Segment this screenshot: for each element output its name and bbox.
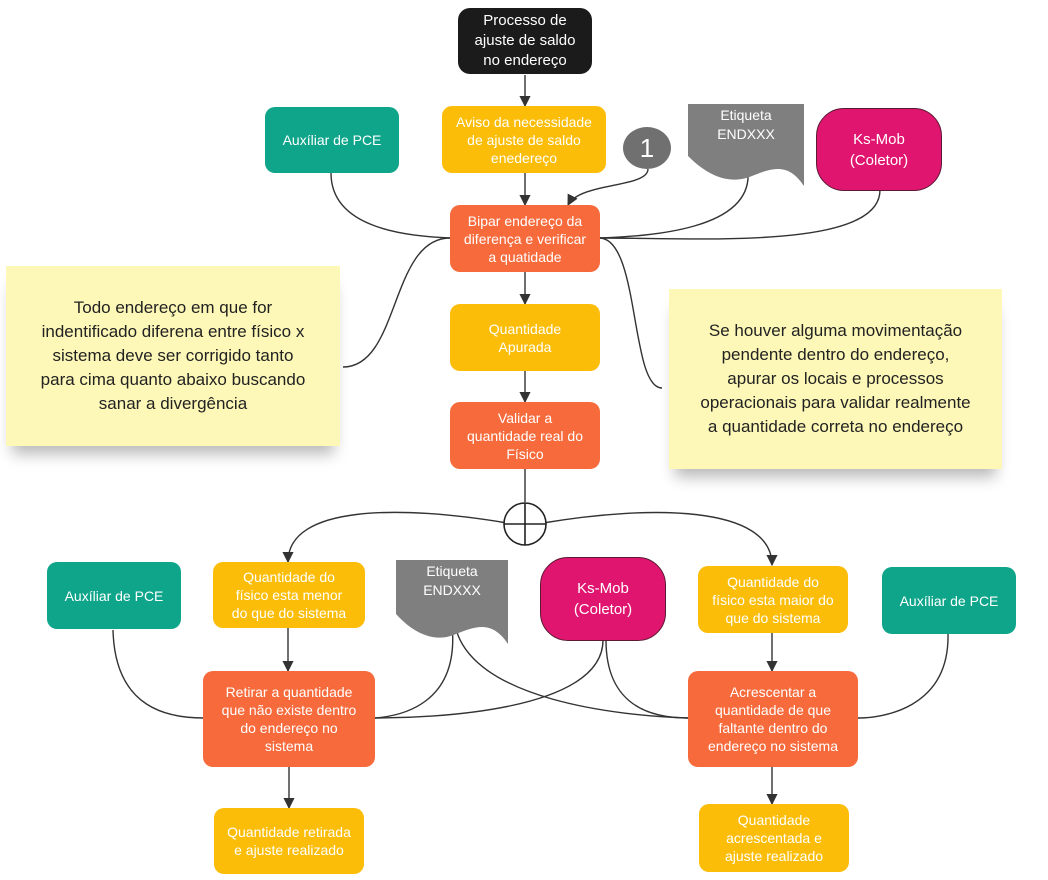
tag-icon: [396, 560, 508, 644]
start-node[interactable]: Processo de ajuste de saldo no endereço: [458, 8, 592, 74]
line-ksmob-mid-acrescentar: [605, 639, 689, 719]
note-right: Se houver alguma movimentação pendente d…: [669, 289, 1002, 469]
step-number-badge: 1: [623, 127, 671, 169]
line-gateway-right: [542, 511, 778, 567]
line-etiqueta-bipar: [599, 171, 749, 239]
retirar-quantidade-node[interactable]: Retirar a quantidade que não existe dent…: [203, 671, 375, 767]
auxiliar-pce-right-node[interactable]: Auxíliar de PCE: [882, 567, 1016, 634]
ksmob-coletor-top-node[interactable]: Ks-Mob (Coletor): [816, 108, 942, 191]
etiqueta-tag-mid[interactable]: Etiqueta ENDXXX: [396, 560, 508, 644]
auxiliar-pce-left-node[interactable]: Auxíliar de PCE: [47, 562, 181, 629]
ksmob-coletor-mid-node[interactable]: Ks-Mob (Coletor): [540, 557, 666, 641]
split-gateway: [503, 502, 547, 546]
arrow-badge-bipar: [567, 168, 649, 206]
line-auxiliar-left-retirar: [112, 629, 205, 719]
line-auxiliar-bipar: [330, 172, 451, 239]
line-note-left-bipar: [342, 237, 451, 368]
line-auxiliar-right-acrescentar: [857, 632, 949, 719]
line-note-right-bipar: [599, 237, 663, 389]
etiqueta-tag-label: Etiqueta ENDXXX: [717, 107, 775, 142]
etiqueta-tag-top[interactable]: Etiqueta ENDXXX: [688, 104, 804, 186]
line-etiqueta-mid-acrescentar: [454, 624, 689, 719]
quantidade-maior-node[interactable]: Quantidade do físico esta maior do que d…: [698, 566, 848, 633]
quantidade-acrescentada-node[interactable]: Quantidade acrescentada e ajuste realiza…: [699, 804, 849, 872]
validar-quantidade-node[interactable]: Validar a quantidade real do Físico: [450, 402, 600, 469]
line-ksmob-mid-retirar: [374, 639, 604, 719]
note-left: Todo endereço em que for indentificado d…: [6, 266, 340, 446]
aviso-node[interactable]: Aviso da necessidade de ajuste de saldo …: [442, 106, 606, 173]
bipar-endereco-node[interactable]: Bipar endereço da diferença e verificar …: [450, 205, 600, 272]
line-etiqueta-mid-retirar: [374, 624, 454, 719]
quantidade-retirada-node[interactable]: Quantidade retirada e ajuste realizado: [214, 808, 364, 874]
acrescentar-quantidade-node[interactable]: Acrescentar a quantidade de que faltante…: [688, 671, 858, 767]
line-gateway-left: [282, 511, 508, 564]
line-ksmob-bipar: [599, 189, 881, 240]
auxiliar-pce-top-node[interactable]: Auxíliar de PCE: [265, 107, 399, 173]
quantidade-apurada-node[interactable]: Quantidade Apurada: [450, 304, 600, 371]
etiqueta-tag-label: Etiqueta ENDXXX: [423, 563, 481, 598]
tag-icon: [688, 104, 804, 186]
quantidade-menor-node[interactable]: Quantidade do físico esta menor do que d…: [213, 562, 365, 628]
